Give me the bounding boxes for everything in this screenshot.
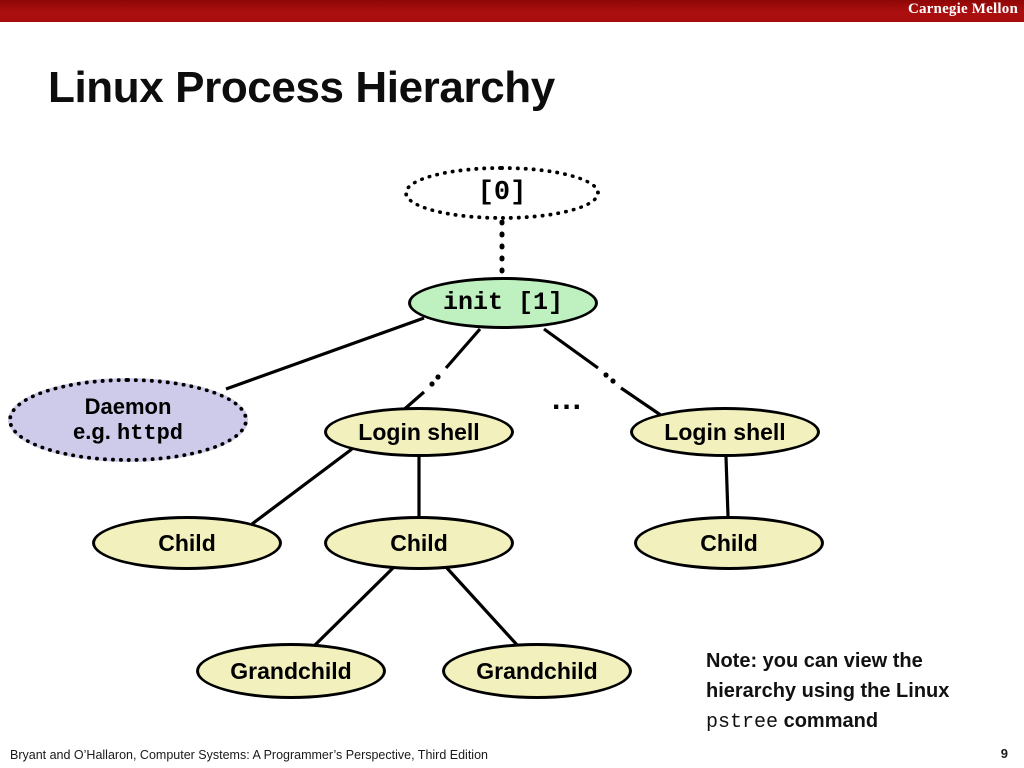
- brand-label: Carnegie Mellon: [907, 1, 1018, 17]
- note-line-1: Note: you can view the: [706, 650, 923, 672]
- note-command-suffix: command: [778, 710, 879, 732]
- node-daemon[interactable]: Daemon e.g. httpd: [8, 378, 248, 462]
- node-daemon-eg-text: e.g.: [72, 419, 117, 444]
- node-zero-label: [0]: [477, 177, 527, 208]
- node-child-right[interactable]: Child: [634, 516, 824, 570]
- edge-login2-child3: [724, 456, 730, 517]
- node-child-center[interactable]: Child: [324, 516, 514, 570]
- note-line-2: hierarchy using the Linux: [706, 680, 950, 702]
- node-grandchild-left-label: Grandchild: [230, 657, 352, 684]
- node-child-left[interactable]: Child: [92, 516, 282, 570]
- node-login-shell-left-label: Login shell: [358, 418, 480, 445]
- node-grandchild-left[interactable]: Grandchild: [196, 643, 386, 699]
- ellipsis-marker: ...: [552, 383, 584, 416]
- edge-init-login2-upper: [543, 327, 599, 370]
- node-grandchild-right[interactable]: Grandchild: [442, 643, 632, 699]
- edge-init-login1-upper: [444, 327, 482, 370]
- footer-citation: Bryant and O’Hallaron, Computer Systems:…: [10, 748, 488, 762]
- node-login-shell-right-label: Login shell: [664, 418, 786, 445]
- node-child-right-label: Child: [700, 529, 758, 556]
- node-daemon-httpd-text: httpd: [117, 421, 184, 446]
- node-login-shell-left[interactable]: Login shell: [324, 407, 514, 457]
- node-init-label: init [1]: [442, 287, 564, 317]
- node-child-left-label: Child: [158, 529, 216, 556]
- edge-login1-child1: [251, 447, 353, 526]
- node-daemon-sublabel: e.g. httpd: [73, 420, 183, 445]
- edge-child2-gchild2: [444, 565, 520, 648]
- node-grandchild-right-label: Grandchild: [476, 657, 598, 684]
- top-banner: Carnegie Mellon: [0, 0, 1024, 22]
- node-init[interactable]: init [1]: [408, 277, 598, 329]
- page-title: Linux Process Hierarchy: [48, 63, 555, 112]
- note-line-3: pstree command: [706, 706, 1006, 738]
- edge-init-daemon: [225, 316, 425, 391]
- node-daemon-label: Daemon: [84, 393, 172, 419]
- edge-child2-gchild1: [312, 565, 396, 648]
- node-child-center-label: Child: [390, 529, 448, 556]
- note-command-text: pstree: [706, 711, 779, 734]
- node-login-shell-right[interactable]: Login shell: [630, 407, 820, 457]
- node-process-zero[interactable]: [0]: [404, 166, 600, 220]
- footer-page-number: 9: [1000, 746, 1008, 761]
- note-block: Note: you can view the hierarchy using t…: [706, 646, 1006, 738]
